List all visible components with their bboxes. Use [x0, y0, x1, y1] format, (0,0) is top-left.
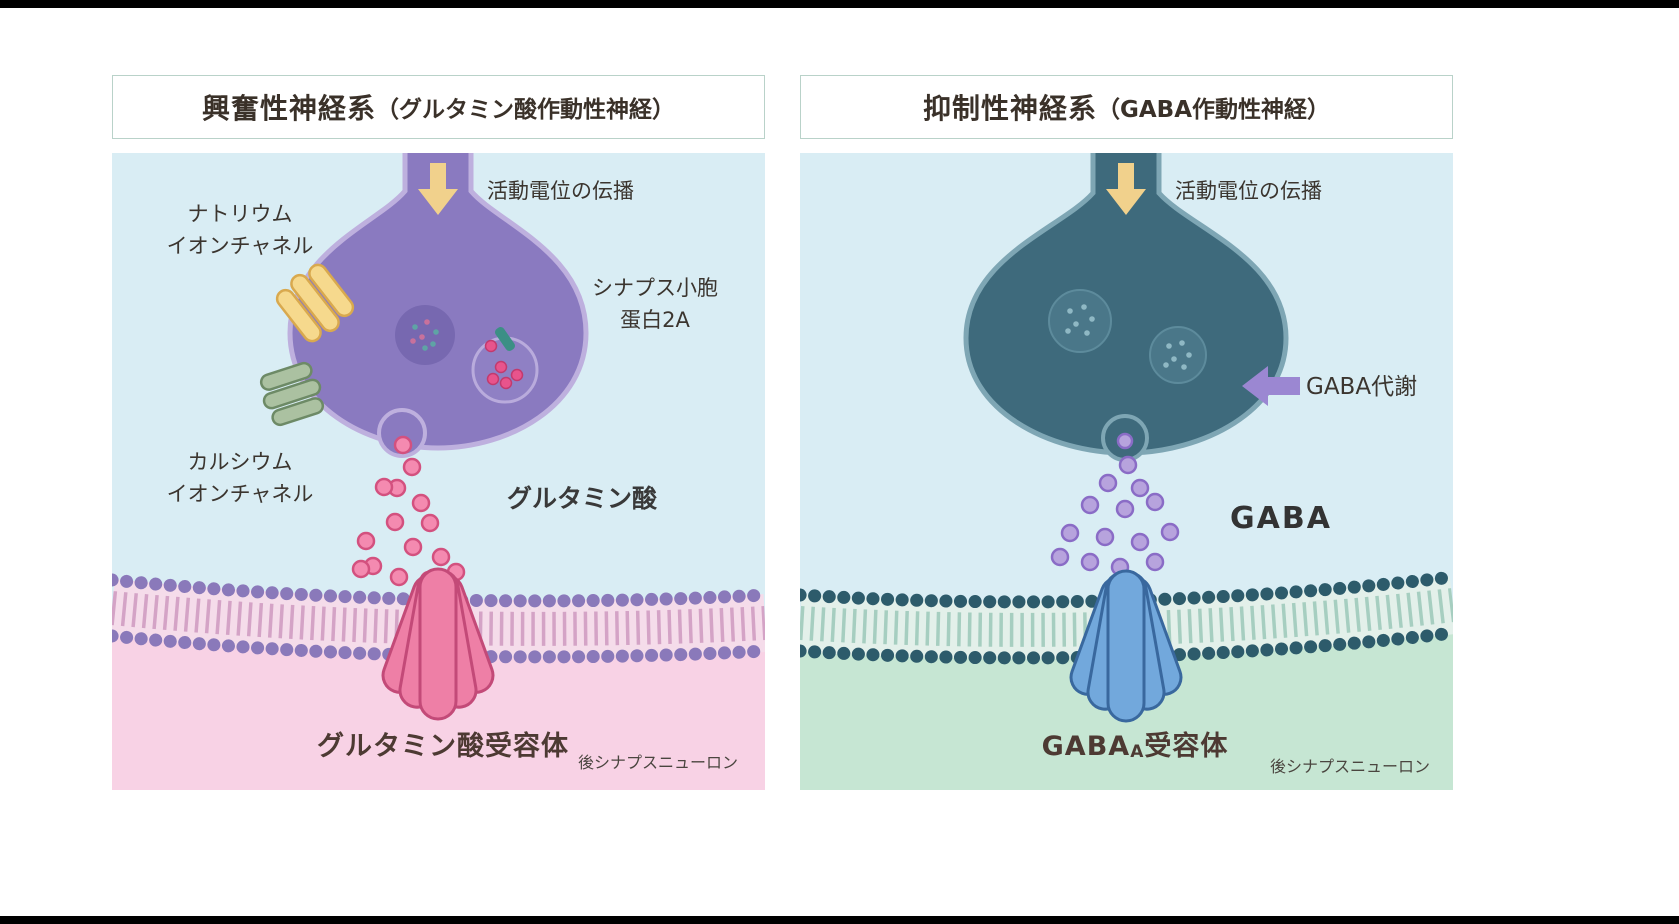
sodium-channel-label: ナトリウム イオンチャネル — [142, 198, 338, 262]
sv2a-vesicle — [471, 327, 539, 404]
postsynaptic-neuron-label: 後シナプスニューロン — [578, 753, 739, 772]
sodium-channel-label-line2: イオンチャネル — [166, 234, 314, 258]
sodium-channel-icon — [275, 263, 355, 343]
sv2a-label-line2: 蛋白2A — [620, 308, 690, 332]
inhibitory-title-sub: （GABA作動性神経） — [1097, 97, 1331, 123]
glutamate-label: グルタミン酸 — [507, 484, 658, 513]
inhibitory-title-box: 抑制性神経系（GABA作動性神経） — [800, 75, 1453, 139]
gaba-a-receptor-label-subscript: A — [1130, 742, 1145, 762]
excitatory-illustration — [112, 153, 765, 790]
excitatory-title-sub: （グルタミン酸作動性神経） — [376, 97, 675, 123]
glutamate-receptor-icon — [381, 567, 495, 721]
sodium-channel-label-line1: ナトリウム — [187, 202, 293, 226]
excitatory-title-box: 興奮性神経系（グルタミン酸作動性神経） — [112, 75, 765, 139]
excitatory-diagram: 活動電位の伝播 ナトリウム イオンチャネル シナプス小胞 蛋白2A カルシウム … — [112, 153, 765, 790]
inhibitory-illustration — [800, 153, 1453, 790]
gaba-a-receptor-icon — [1069, 569, 1183, 723]
action-potential-label: 活動電位の伝播 — [487, 179, 634, 203]
inhibitory-diagram: 活動電位の伝播 GABA代謝 GABA GABAA受容体 後シナプスニューロン — [800, 153, 1453, 790]
synaptic-vesicle — [1149, 326, 1207, 384]
calcium-channel-label: カルシウム イオンチャネル — [142, 446, 338, 510]
calcium-channel-label-line2: イオンチャネル — [166, 482, 314, 506]
gaba-molecules — [1050, 432, 1180, 577]
gaba-a-receptor-label-main: GABA — [1041, 731, 1131, 762]
sv2a-protein-icon — [495, 327, 515, 351]
excitatory-title: 興奮性神経系 — [201, 92, 376, 125]
gaba-a-receptor-label-tail: 受容体 — [1144, 731, 1229, 762]
top-border-bar — [0, 0, 1679, 8]
gaba-metabolism-arrow-icon — [1242, 366, 1300, 406]
calcium-channel-icon — [259, 361, 325, 427]
calcium-channel-label-line1: カルシウム — [187, 450, 293, 474]
glutamate-molecules — [351, 435, 466, 590]
synaptic-vesicle — [1048, 289, 1112, 353]
sv2a-label-line1: シナプス小胞 — [592, 276, 718, 300]
gaba-a-receptor-label: GABAA受容体 — [935, 731, 1335, 766]
sv2a-label: シナプス小胞 蛋白2A — [555, 272, 755, 336]
action-potential-arrow-icon — [418, 163, 458, 215]
glutamate-receptor-label: グルタミン酸受容体 — [317, 731, 569, 762]
gaba-metabolism-label: GABA代謝 — [1306, 374, 1418, 400]
inhibitory-title: 抑制性神経系 — [922, 92, 1097, 125]
synaptic-vesicle — [395, 305, 455, 365]
postsynaptic-neuron-label: 後シナプスニューロン — [1270, 757, 1431, 776]
inhibitory-panel: 抑制性神経系（GABA作動性神経） — [800, 75, 1453, 790]
gaba-label: GABA — [1230, 501, 1332, 536]
bottom-border-bar — [0, 916, 1679, 924]
action-potential-label: 活動電位の伝播 — [1175, 179, 1322, 203]
excitatory-panel: 興奮性神経系（グルタミン酸作動性神経） — [112, 75, 765, 790]
fusion-pore — [377, 408, 427, 458]
action-potential-arrow-icon — [1106, 163, 1146, 215]
